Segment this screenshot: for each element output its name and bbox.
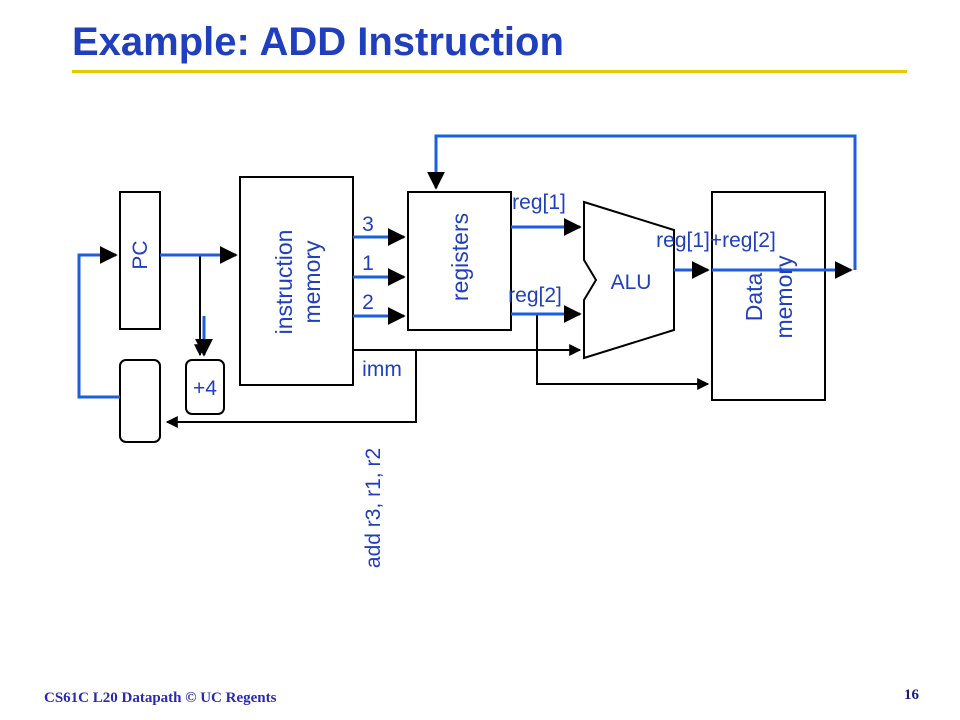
pc-register-box (119, 191, 161, 330)
data-memory-box (711, 191, 826, 401)
pc-label: PC (129, 240, 152, 269)
rd-field-label: 3 (362, 213, 374, 236)
alu-shape (583, 200, 675, 360)
imm-label: imm (362, 358, 402, 381)
imem-label-line2: memory (299, 240, 325, 324)
page-number: 16 (904, 687, 919, 703)
writeback-wire (427, 134, 857, 270)
register-file-box (407, 191, 512, 331)
imem-label-line1: instruction (271, 230, 297, 335)
reg2-label: reg[2] (508, 284, 562, 307)
instruction-text: add r3, r1, r2 (362, 448, 385, 568)
regs-label: registers (447, 213, 473, 301)
sum-label: reg[1]+reg[2] (656, 229, 776, 252)
dmem-label-line2: memory (771, 255, 797, 339)
rt-field-label: 2 (362, 291, 374, 314)
branch-target-wire (165, 350, 417, 428)
reg1-label: reg[1] (512, 191, 566, 214)
alu-label: ALU (611, 271, 652, 294)
rs-field-label: 1 (362, 252, 374, 275)
plus4-adder-box (185, 359, 225, 415)
next-pc-loop-wire (77, 246, 120, 399)
title-underline (72, 70, 907, 73)
slide-title: Example: ADD Instruction (72, 20, 564, 64)
instruction-memory-box (239, 176, 354, 386)
next-pc-mux-box (119, 359, 161, 443)
plus4-label: +4 (193, 377, 217, 400)
store-data-wire (536, 314, 710, 390)
dmem-label-line1: Data (741, 273, 767, 322)
slide-footer: CS61C L20 Datapath © UC Regents (44, 690, 277, 706)
